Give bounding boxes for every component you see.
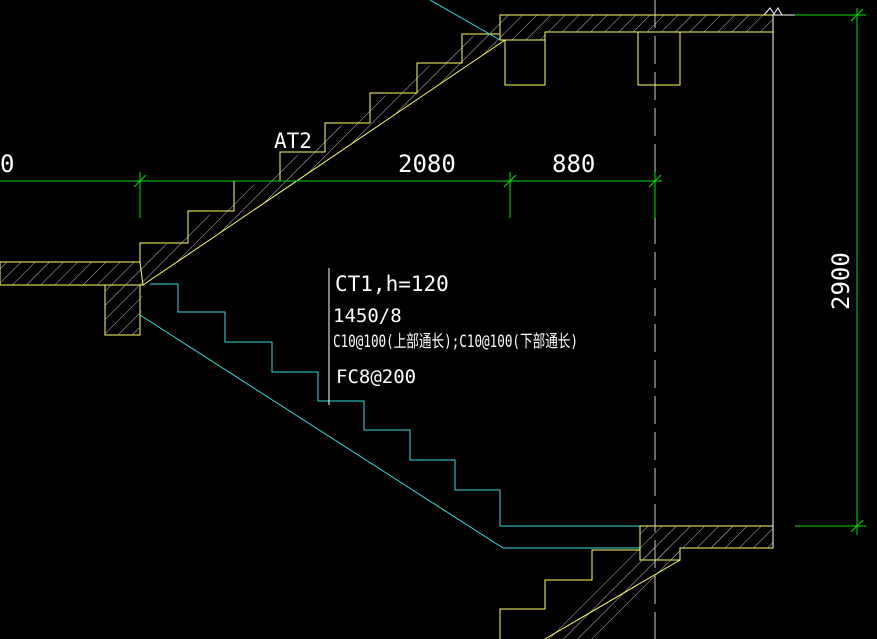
- dim-landing-length: 880: [552, 150, 595, 178]
- upper-flight-slab: [139, 15, 506, 286]
- stair-annotation: CT1,h=120 1450/8 C10@100(上部通长);C10@100(下…: [333, 272, 578, 388]
- bottom-landing-slab: [499, 525, 774, 639]
- lower-flight-outline: [139, 0, 773, 549]
- horizontal-dimension: [0, 172, 662, 218]
- annotation-line-4: FC8@200: [336, 366, 416, 388]
- vertical-dimension: [795, 8, 866, 535]
- dim-flight-length: 2080: [398, 150, 456, 178]
- annotation-line-1: CT1,h=120: [335, 272, 449, 296]
- mid-landing-slab: [0, 261, 144, 336]
- annotation-line-2: 1450/8: [333, 305, 402, 327]
- dim-partial-left: 0: [0, 150, 14, 178]
- dim-height: 2900: [827, 252, 855, 310]
- annotation-line-3: C10@100(上部通长);C10@100(下部通长): [333, 332, 578, 352]
- stair-name-label: AT2: [274, 129, 312, 153]
